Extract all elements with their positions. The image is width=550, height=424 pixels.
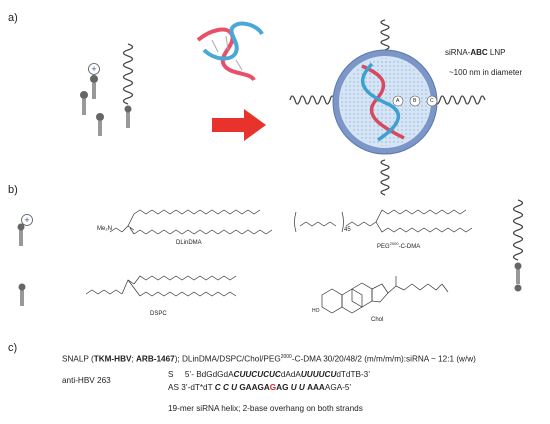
s-post: dTdTB-3’ xyxy=(336,370,371,379)
svg-text:+: + xyxy=(91,64,96,74)
dlindma-structure xyxy=(109,209,273,235)
helix-footnote: 19-mer siRNA helix; 2-base overhang on b… xyxy=(168,404,363,413)
s-label: S xyxy=(168,370,174,379)
lnp-particle xyxy=(289,19,486,196)
helper-lipid-icon xyxy=(80,91,88,115)
lnp-label-suffix: LNP xyxy=(487,48,506,57)
s-bold2: UUUUCU xyxy=(300,370,337,379)
sirna-helix-icon xyxy=(196,21,264,82)
snalp-pre: SNALP ( xyxy=(62,354,94,364)
s-pre: 5’- BdGdGdA xyxy=(184,370,234,379)
as-pre: 3’-dT*dT xyxy=(181,383,215,392)
peg-chain-left xyxy=(289,95,341,105)
peg-name: PEG xyxy=(377,244,390,250)
panel-label-b: b) xyxy=(8,184,18,196)
circle-label-b: B xyxy=(413,98,417,104)
dlindma-amine: Me₂N xyxy=(97,226,112,232)
peg-c-dma-name: PEG2000-C-DMA xyxy=(377,241,420,250)
peg-chain-bottom xyxy=(380,159,390,196)
antisense-strand: AS 3’-dT*dT C C U GAAGAGAG U U AAAAGA-5’ xyxy=(168,383,351,392)
as-post: AGA-5’ xyxy=(324,383,352,392)
peg-chain-right xyxy=(429,95,486,105)
as-bold4: U U xyxy=(288,383,308,392)
circle-label-a: A xyxy=(396,98,400,104)
cationic-lipid-icon-b: + xyxy=(17,214,33,246)
anti-hbv-label: anti-HBV 263 xyxy=(62,376,111,385)
snalp-mid: ; xyxy=(131,354,137,364)
peg-lipid-icon-b xyxy=(512,199,524,284)
lnp-diameter-label: ~100 nm in diameter xyxy=(449,68,523,77)
lnp-label-prefix: siRNA- xyxy=(445,48,471,57)
cationic-lipid-icon: + xyxy=(88,63,100,99)
panel-label-a: a) xyxy=(8,12,18,24)
sense-strand: S 5’- BdGdGdACUUCUCUCdAdAUUUUCUdTdTB-3’ xyxy=(168,370,370,379)
as-bold2: GAAGA xyxy=(239,383,270,392)
dlindma-name: DLinDMA xyxy=(176,240,202,246)
as-red-base: G xyxy=(269,383,277,392)
snalp-sup: 2000 xyxy=(280,354,292,360)
peg-sup: 2000 xyxy=(389,241,399,246)
s-mid: dAdA xyxy=(280,370,301,379)
peg-lipid-icon xyxy=(122,43,134,128)
peg-subscript: 45 xyxy=(344,227,351,233)
lipid-icon-small xyxy=(96,113,104,136)
lnp-label-bold: ABC xyxy=(470,48,488,57)
s-bold1: CUUCUCUC xyxy=(233,370,281,379)
snalp-tkm: TKM-HBV xyxy=(93,354,132,364)
red-arrow-icon xyxy=(212,109,266,141)
zwitterionic-lipid-icon xyxy=(514,284,522,292)
snalp-end: -C-DMA 30/20/48/2 (m/m/m/m):siRNA ~ 12:1… xyxy=(291,354,476,364)
chol-name: Chol xyxy=(371,317,384,323)
as-bold5: AAA xyxy=(307,383,325,392)
snalp-post: ); DLinDMA/DSPC/Chol/PEG xyxy=(174,354,281,364)
circle-label-c: C xyxy=(430,98,434,104)
ho-label: HO xyxy=(312,308,320,314)
peg-suffix: -C-DMA xyxy=(398,244,421,250)
peg-c-dma-structure xyxy=(294,209,473,233)
snalp-line: SNALP (TKM-HBV; ARB-1467); DLinDMA/DSPC/… xyxy=(62,354,476,364)
dspc-structure xyxy=(85,275,237,297)
svg-text:+: + xyxy=(24,215,29,225)
lnp-label: siRNA-ABC LNP xyxy=(445,48,505,57)
as-bold1: C C U xyxy=(214,383,240,392)
snalp-arb: ARB-1467 xyxy=(136,354,175,364)
panel-label-c: c) xyxy=(8,342,18,354)
as-label: AS xyxy=(168,383,179,392)
as-bold3: AG xyxy=(276,383,289,392)
cholesterol-structure xyxy=(321,276,449,314)
helper-lipid-icon-b xyxy=(18,283,26,306)
dspc-name: DSPC xyxy=(150,311,167,317)
